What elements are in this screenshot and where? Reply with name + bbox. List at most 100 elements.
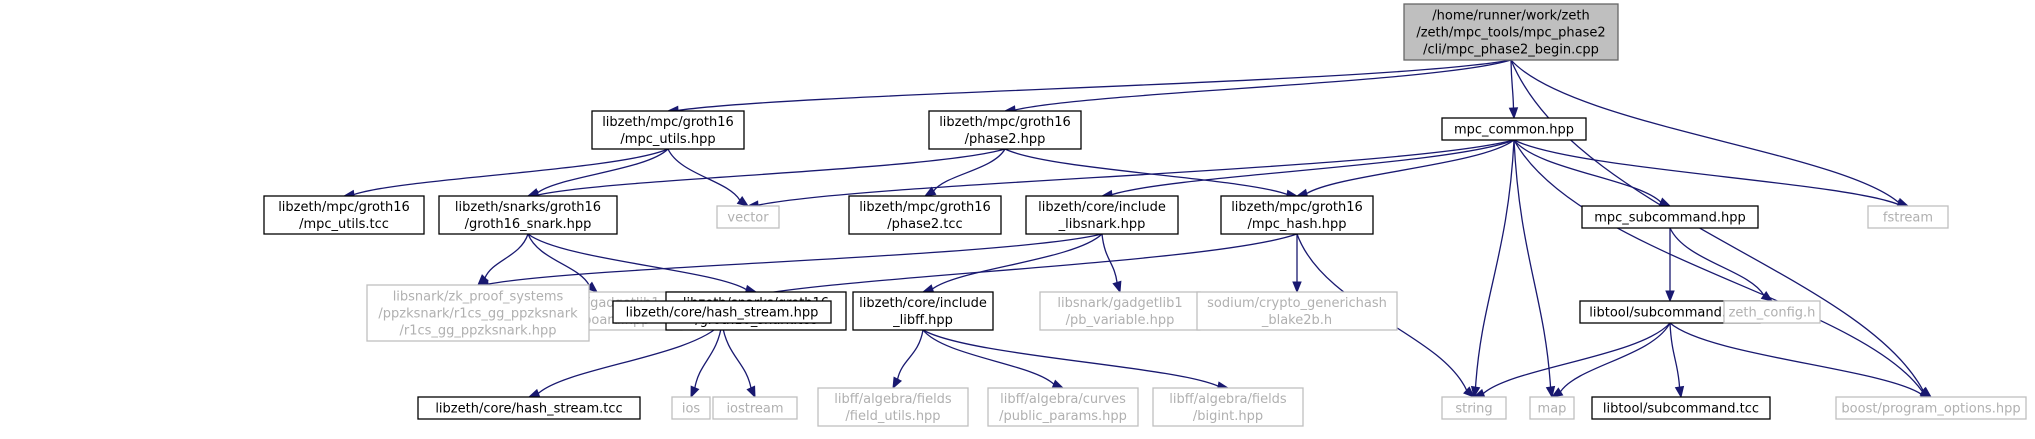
edge-line — [1474, 139, 1515, 388]
edge-line — [1669, 322, 1681, 388]
edge-libtool_subcommand_hpp-to-map — [1550, 322, 1671, 398]
node-label-line: libzeth/core/include — [1038, 200, 1166, 215]
node-box — [1403, 3, 1619, 61]
node-root[interactable]: /home/runner/work/zeth/zeth/mpc_tools/mp… — [1403, 3, 1619, 61]
node-mpc-utils-tcc[interactable]: libzeth/mpc/groth16/mpc_utils.tcc — [263, 195, 425, 235]
node-mpc-subcommand-hpp[interactable]: mpc_subcommand.hpp — [1581, 205, 1759, 229]
node-phase2-hpp[interactable]: libzeth/mpc/groth16/phase2.hpp — [928, 110, 1082, 150]
edge-line — [922, 329, 1055, 385]
node-label-line: /phase2.hpp — [965, 132, 1046, 147]
edge-line — [721, 322, 752, 388]
arrowhead-icon — [1545, 385, 1556, 399]
node-label-line: libff/algebra/fields — [1169, 392, 1287, 407]
node-bigint: libff/algebra/fields/bigint.hpp — [1152, 387, 1304, 427]
node-label-line: boost/program_options.hpp — [1841, 402, 2020, 417]
node-program-options: boost/program_options.hpp — [1835, 396, 2027, 420]
node-label-line: libff/algebra/curves — [1000, 392, 1126, 407]
node-box — [417, 396, 641, 420]
node-label-line: /zeth/mpc_tools/mpc_phase2 — [1416, 26, 1605, 41]
edge-line — [537, 148, 1006, 196]
node-label-line: libzeth/mpc/groth16 — [939, 115, 1071, 130]
node-label-line: zeth_config.h — [1729, 306, 1816, 321]
node-label-line: libff/algebra/fields — [834, 392, 952, 407]
arrowhead-icon — [746, 385, 756, 399]
node-sodium-blake: sodium/crypto_generichash_blake2b.h — [1196, 291, 1398, 331]
node-core-libff[interactable]: libzeth/core/include_libff.hpp — [852, 291, 994, 331]
node-mpc-utils-hpp[interactable]: libzeth/mpc/groth16/mpc_utils.hpp — [591, 110, 745, 150]
nodes-layer: /home/runner/work/zeth/zeth/mpc_tools/mp… — [263, 3, 2027, 427]
node-box — [852, 291, 994, 331]
edge-mpc_common_hpp-to-program_options — [1513, 139, 1933, 398]
node-pb-variable: libsnark/gadgetlib1/pb_variable.hpp — [1039, 291, 1201, 331]
edge-core_libsnark-to-pb_variable — [1101, 233, 1122, 294]
arrowhead-icon — [1760, 291, 1774, 302]
edge-line — [667, 148, 741, 201]
node-label-line: /bigint.hpp — [1193, 409, 1263, 424]
node-label-line: /home/runner/work/zeth — [1432, 9, 1589, 24]
node-box — [612, 300, 832, 324]
node-r1cs-gg: libsnark/zk_proof_systems/ppzksnark/r1cs… — [366, 284, 590, 342]
node-box — [1581, 205, 1759, 229]
node-mpc-common-hpp[interactable]: mpc_common.hpp — [1441, 117, 1587, 141]
node-label-line: libzeth/core/hash_stream.hpp — [626, 306, 819, 321]
node-label-line: fstream — [1883, 211, 1933, 226]
edge-line — [922, 329, 1219, 387]
node-label-line: libtool/subcommand.hpp — [1589, 306, 1751, 321]
node-label-line: libzeth/mpc/groth16 — [602, 115, 734, 130]
edge-mpc_common_hpp-to-mpc_subcommand_hpp — [1513, 139, 1672, 207]
arrowhead-icon — [736, 196, 750, 207]
node-phase2-tcc[interactable]: libzeth/mpc/groth16/phase2.tcc — [848, 195, 1002, 235]
node-label-line: libzeth/mpc/groth16 — [1231, 200, 1363, 215]
arrowhead-icon — [527, 388, 541, 398]
edge-line — [1111, 139, 1515, 196]
edge-line — [932, 233, 1103, 290]
edge-line — [694, 322, 723, 388]
edge-line — [1014, 59, 1512, 111]
node-label-line: /r1cs_gg_ppzksnark.hpp — [399, 324, 556, 339]
arrowhead-icon — [1674, 385, 1685, 399]
node-box — [1152, 387, 1304, 427]
node-label-line: libzeth/snarks/groth16 — [455, 200, 601, 215]
node-label-line: libtool/subcommand.tcc — [1603, 402, 1759, 417]
edge-line — [487, 233, 1103, 285]
edge-core_libsnark-to-core_libff — [921, 233, 1103, 294]
arrowhead-icon — [1112, 280, 1122, 294]
node-label-line: libzeth/core/hash_stream.tcc — [435, 402, 622, 417]
edge-hash_stream_hpp-to-iostream — [721, 322, 756, 399]
node-box — [1723, 300, 1821, 324]
edge-libtool_subcommand_hpp-to-program_options — [1669, 322, 1933, 399]
node-mpc-hash-hpp[interactable]: libzeth/mpc/groth16/mpc_hash.hpp — [1220, 195, 1374, 235]
node-label-line: libzeth/mpc/groth16 — [278, 200, 410, 215]
node-vector: vector — [716, 205, 780, 229]
node-hash-stream-hpp[interactable]: libzeth/core/hash_stream.hpp — [612, 300, 832, 324]
edge-mpc_common_hpp-to-fstream — [1513, 139, 1910, 209]
node-box — [1835, 396, 2027, 420]
node-groth16-snark-hpp[interactable]: libzeth/snarks/groth16/groth16_snark.hpp — [438, 195, 618, 235]
node-libtool-subcommand-hpp[interactable]: libtool/subcommand.hpp — [1579, 300, 1761, 324]
node-label-line: mpc_subcommand.hpp — [1594, 211, 1746, 226]
edge-line — [353, 148, 669, 196]
node-box — [1196, 291, 1398, 331]
edge-line — [677, 59, 1512, 112]
node-label-line: vector — [727, 211, 769, 226]
node-box — [1025, 195, 1179, 235]
node-fstream: fstream — [1867, 205, 1949, 229]
node-label-line: _libff.hpp — [892, 313, 953, 328]
edge-line — [1004, 148, 1288, 196]
node-box — [1867, 205, 1949, 229]
node-libtool-subcommand-tcc[interactable]: libtool/subcommand.tcc — [1591, 396, 1771, 420]
edge-line — [527, 233, 747, 291]
node-core-libsnark[interactable]: libzeth/core/include_libsnark.hpp — [1025, 195, 1179, 235]
arrowhead-icon — [690, 385, 700, 399]
edge-core_libff-to-bigint — [922, 329, 1230, 391]
node-label-line: libsnark/zk_proof_systems — [393, 290, 564, 305]
node-label-line: /cli/mpc_phase2_begin.cpp — [1423, 43, 1599, 58]
node-label-line: /phase2.tcc — [887, 217, 962, 232]
node-hash-stream-tcc[interactable]: libzeth/core/hash_stream.tcc — [417, 396, 641, 420]
node-box — [848, 195, 1002, 235]
node-box — [263, 195, 425, 235]
node-public-params: libff/algebra/curves/public_params.hpp — [987, 387, 1139, 427]
edge-line — [527, 233, 590, 286]
edge-mpc_common_hpp-to-core_libsnark — [1100, 139, 1515, 200]
node-zeth-config: zeth_config.h — [1723, 300, 1821, 324]
